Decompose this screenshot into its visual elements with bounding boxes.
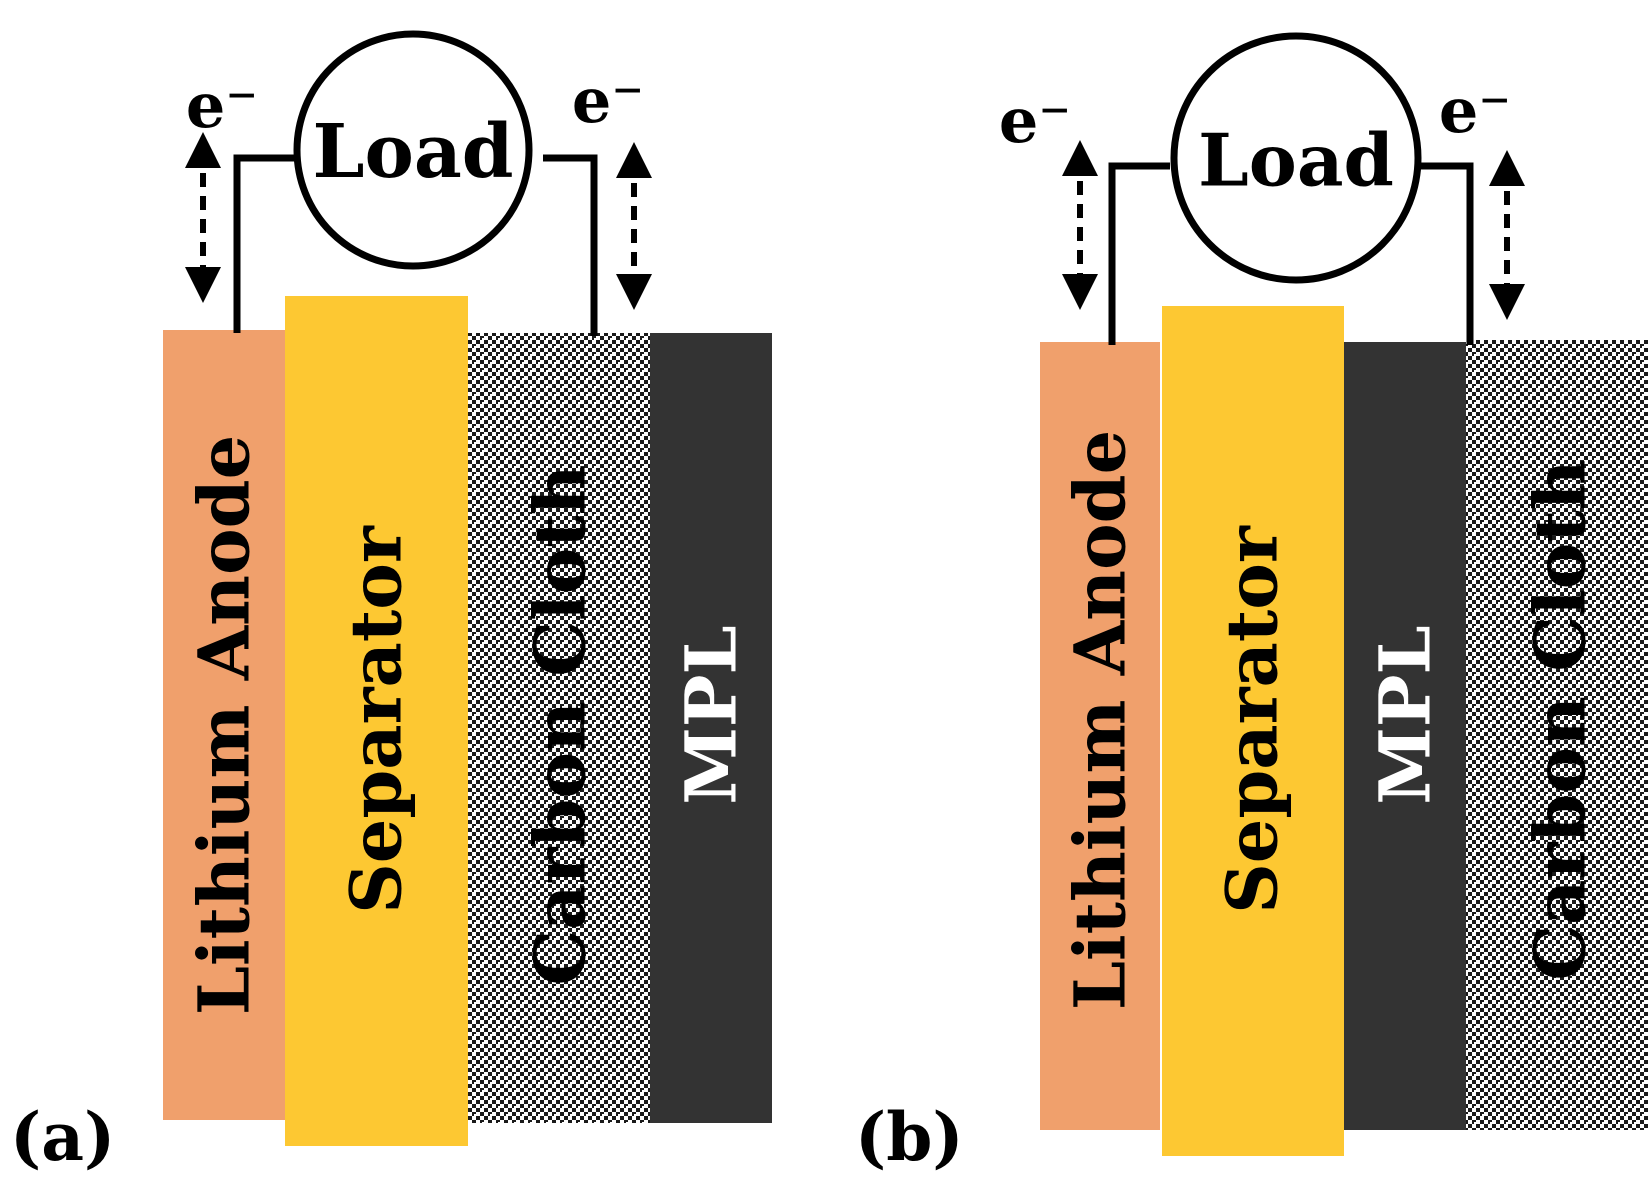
panel-b-separator-layer: [1162, 306, 1344, 1156]
panel-a-layer-label-separator: Separator: [335, 525, 418, 914]
panel-a-carbon-cloth-layer: [468, 333, 650, 1123]
panel-a-load-label: Load: [312, 109, 513, 195]
panel-a: Lithium Anode Separator Carbon Cloth MPL…: [10, 30, 772, 1176]
panel-b-load-circle: [1170, 32, 1422, 284]
panel-b-layer-label-mpl: MPL: [1364, 625, 1447, 804]
panel-b-lithium-anode-layer: [1040, 342, 1160, 1130]
panel-b-right-electron-label: e⁻: [1439, 74, 1511, 147]
panel-b-layer-label-carbon-cloth: Carbon Cloth: [1519, 459, 1602, 980]
panel-a-right-electron-label: e⁻: [572, 64, 644, 137]
panel-a-layer-label-carbon-cloth: Carbon Cloth: [519, 464, 602, 985]
panel-b-left-electron-label: e⁻: [999, 84, 1071, 157]
panel-a-left-electron-label: e⁻: [186, 69, 258, 142]
panel-b-layer-label-lithium-anode: Lithium Anode: [1059, 430, 1142, 1010]
panel-a-mpl-layer: [650, 333, 772, 1123]
panel-a-label: (a): [10, 1098, 115, 1176]
panel-b-mpl-layer: [1344, 342, 1466, 1130]
panel-b-layer-label-separator: Separator: [1211, 525, 1294, 914]
panel-a-layer-label-lithium-anode: Lithium Anode: [183, 435, 266, 1015]
panel-a-load-circle: [293, 30, 533, 270]
panel-a-right-wire: [543, 154, 598, 336]
panel-b-label: (b): [855, 1098, 964, 1176]
panel-b-load-label: Load: [1198, 118, 1394, 203]
panel-b: Lithium Anode Separator MPL Carbon Cloth…: [855, 32, 1648, 1176]
panel-a-separator-layer: [285, 296, 468, 1146]
panel-a-lithium-anode-layer: [163, 330, 285, 1120]
panel-a-layer-label-mpl: MPL: [670, 625, 753, 804]
panel-a-left-wire: [233, 154, 300, 333]
panel-b-left-wire: [1108, 162, 1170, 345]
panel-b-right-wire: [1420, 162, 1474, 345]
panel-b-carbon-cloth-layer: [1466, 340, 1648, 1130]
